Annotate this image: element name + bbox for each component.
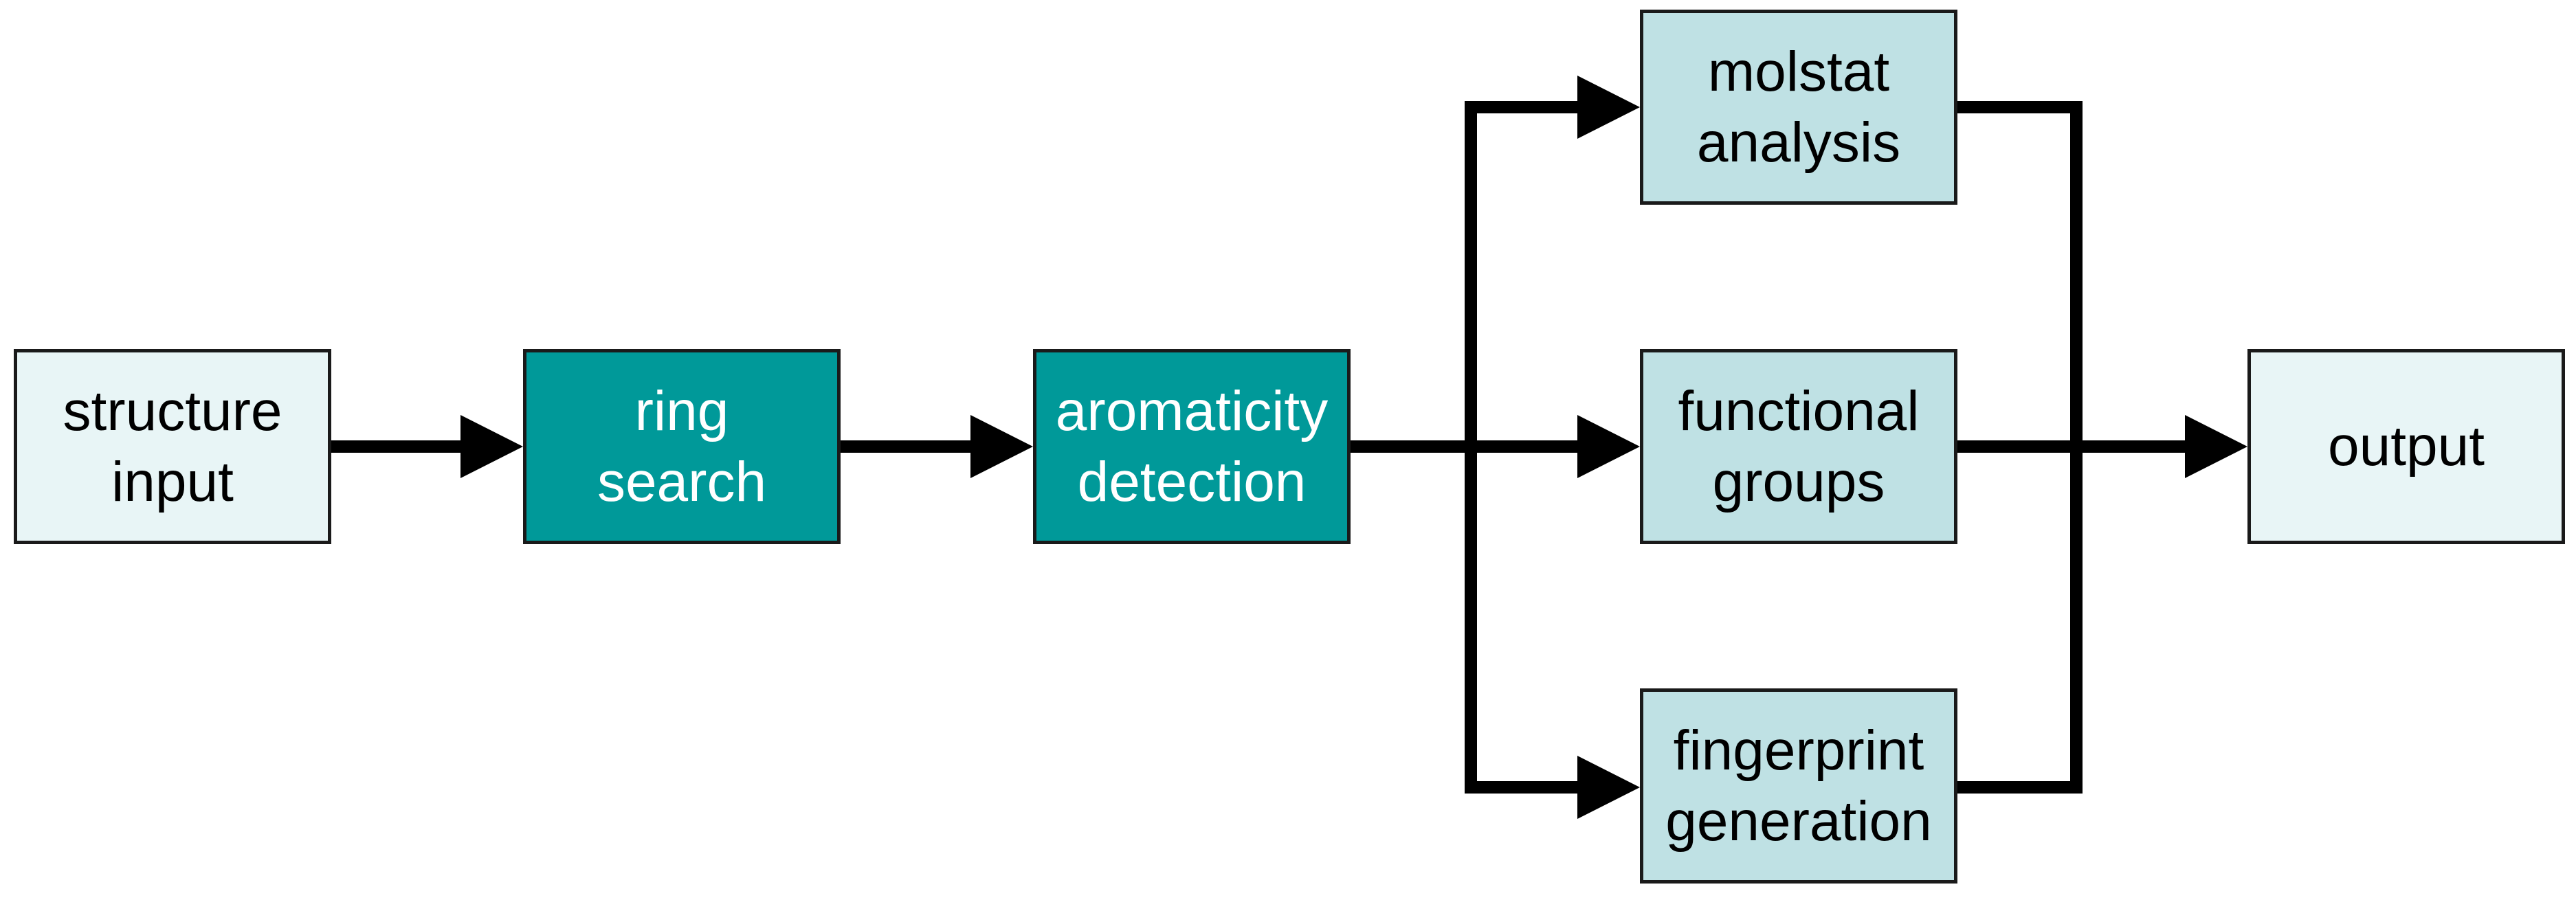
- arrowhead-ring: [460, 415, 523, 478]
- node-label: input: [111, 451, 234, 513]
- arrowhead-output: [2185, 415, 2247, 478]
- node-aromaticity-detection: aromaticity detection: [1033, 349, 1351, 544]
- node-label: ring: [634, 379, 729, 442]
- node-molstat-analysis: molstat analysis: [1640, 10, 1957, 205]
- node-output: output: [2247, 349, 2565, 544]
- node-label: aromaticity: [1055, 379, 1329, 442]
- arrowhead-molstat: [1577, 76, 1640, 139]
- arrowhead-aromaticity: [970, 415, 1033, 478]
- node-label: output: [2328, 415, 2485, 478]
- node-label: functional: [1678, 379, 1920, 442]
- node-label: search: [597, 451, 767, 513]
- node-label: structure: [63, 379, 282, 442]
- node-label: analysis: [1696, 111, 1901, 174]
- node-structure-input: structure input: [14, 349, 331, 544]
- node-label: detection: [1077, 451, 1307, 513]
- node-label: fingerprint: [1673, 719, 1924, 782]
- arrowhead-fingerprint: [1577, 756, 1640, 819]
- arrowhead-functional: [1577, 415, 1640, 478]
- node-label: molstat: [1707, 40, 1890, 103]
- node-ring-search: ring search: [523, 349, 841, 544]
- node-fingerprint-generation: fingerprint generation: [1640, 688, 1957, 884]
- node-functional-groups: functional groups: [1640, 349, 1957, 544]
- node-label: generation: [1665, 790, 1932, 853]
- node-label: groups: [1712, 451, 1885, 513]
